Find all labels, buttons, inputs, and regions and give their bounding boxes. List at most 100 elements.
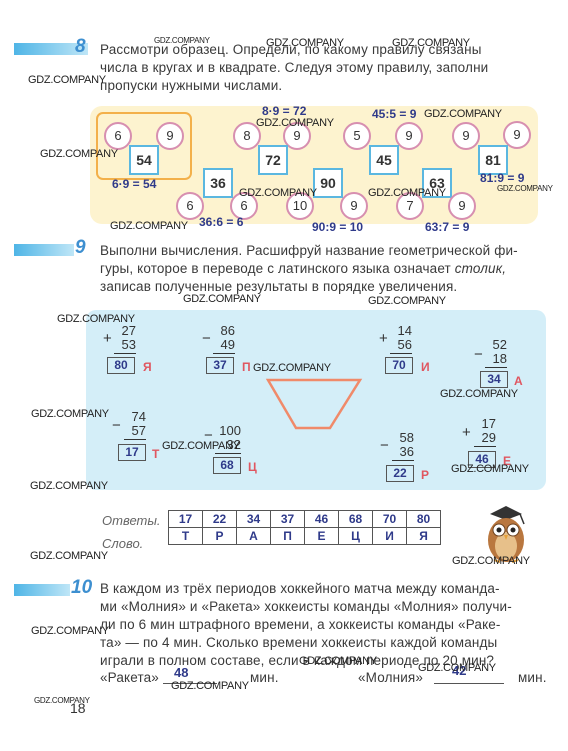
- square-number: 90: [313, 168, 343, 198]
- operand-top: 58: [399, 430, 414, 445]
- word-cell: И: [372, 527, 407, 545]
- minus-sign: −: [202, 330, 211, 347]
- molniya-unit: мин.: [518, 670, 547, 685]
- operand-bottom: 57: [131, 423, 146, 438]
- column-operation: 58 36: [392, 431, 414, 461]
- answer-cell: 34: [236, 510, 271, 528]
- word-row: Т Р А П Е Ц И Я: [168, 527, 441, 545]
- answer-table: 17 22 34 37 46 68 70 80 Т Р А П Е Ц И Я: [168, 510, 441, 545]
- circle-number: 5: [343, 122, 371, 150]
- column-operation: 100 32: [215, 424, 241, 454]
- plus-sign: +: [462, 424, 471, 441]
- word-cell: Т: [168, 527, 203, 545]
- watermark: GDZ.COMPANY: [34, 696, 90, 705]
- task8-text-line1: Рассмотри образец. Определи, по какому п…: [100, 42, 482, 57]
- sample-frame: [96, 112, 192, 180]
- sum-line: [392, 460, 414, 461]
- minus-sign: −: [204, 427, 213, 444]
- cipher-letter: И: [421, 360, 430, 374]
- result-box: 22: [386, 465, 414, 482]
- operand-top: 17: [481, 416, 496, 431]
- task9-text-line2: гуры, которое в переводе с латинского яз…: [100, 260, 506, 277]
- molniya-answer-line: [434, 683, 504, 684]
- operand-top: 86: [220, 323, 235, 338]
- square-number: 36: [203, 168, 233, 198]
- equation: 90:9 = 10: [312, 220, 364, 234]
- watermark: GDZ.COMPANY: [418, 662, 496, 674]
- word-cell: П: [270, 527, 305, 545]
- watermark: GDZ.COMPANY: [154, 36, 210, 45]
- word-cell: Я: [406, 527, 441, 545]
- watermark: GDZ.COMPANY: [183, 293, 261, 305]
- raketa-answer-line: [163, 683, 217, 684]
- raketa-answer: 48: [174, 665, 189, 680]
- circle-number: 9: [448, 192, 476, 220]
- cipher-letter: Я: [143, 360, 152, 374]
- operand-top: 52: [492, 337, 507, 352]
- square-number: 54: [129, 145, 159, 175]
- operand-bottom: 53: [121, 337, 136, 352]
- watermark: GDZ.COMPANY: [28, 74, 106, 86]
- watermark: GDZ.COMPANY: [57, 313, 135, 325]
- cipher-letter: А: [514, 374, 523, 388]
- word-cell: Е: [304, 527, 339, 545]
- watermark: GDZ.COMPANY: [30, 550, 108, 562]
- column-operation: 52 18: [485, 338, 507, 368]
- minus-sign: −: [380, 437, 389, 454]
- task10-header-bar: [14, 584, 70, 596]
- column-operation: 17 29: [474, 417, 496, 447]
- answer-cell: 37: [270, 510, 305, 528]
- watermark: GDZ.COMPANY: [452, 555, 530, 567]
- answers-row: 17 22 34 37 46 68 70 80: [168, 510, 441, 528]
- column-operation: 14 56: [390, 324, 412, 354]
- plus-sign: +: [379, 330, 388, 347]
- result-box: 46: [468, 451, 496, 468]
- watermark: GDZ.COMPANY: [368, 187, 446, 199]
- square-number: 45: [369, 145, 399, 175]
- cipher-letter: Е: [503, 454, 512, 468]
- result-box: 34: [480, 371, 508, 388]
- molniya-answer: 42: [452, 663, 467, 678]
- operand-bottom: 32: [226, 437, 241, 452]
- equation: 81:9 = 9: [480, 171, 525, 185]
- answers-label: Ответы.: [102, 513, 161, 528]
- molniya-label: «Молния»: [358, 670, 424, 685]
- task8-text-line2: числа в кругах и в квадрате. Следуя этом…: [100, 60, 489, 75]
- word-label: Слово.: [102, 536, 144, 551]
- operand-bottom: 56: [397, 337, 412, 352]
- result-box: 68: [213, 457, 241, 474]
- circle-number: 9: [340, 192, 368, 220]
- watermark: GDZ.COMPANY: [424, 108, 502, 120]
- watermark: GDZ.COMPANY: [162, 440, 240, 452]
- answer-cell: 80: [406, 510, 441, 528]
- minus-sign: −: [474, 346, 483, 363]
- owl-illustration: [488, 506, 525, 563]
- operand-bottom: 18: [492, 351, 507, 366]
- answer-cell: 70: [372, 510, 407, 528]
- circle-number: 9: [395, 122, 423, 150]
- square-number: 72: [258, 145, 288, 175]
- watermark: GDZ.COMPANY: [299, 655, 377, 667]
- operand-top: 14: [397, 323, 412, 338]
- watermark: GDZ.COMPANY: [30, 480, 108, 492]
- task9-panel: [86, 310, 546, 490]
- watermark: GDZ.COMPANY: [266, 37, 344, 49]
- task8-number: 8: [75, 36, 86, 57]
- watermark: GDZ.COMPANY: [40, 148, 118, 160]
- task9-text-line2-main: гуры, которое в переводе с латинского яз…: [100, 261, 455, 276]
- trapezoid-figure: [265, 378, 363, 430]
- watermark: GDZ.COMPANY: [497, 184, 553, 193]
- word-cell: А: [236, 527, 271, 545]
- watermark: GDZ.COMPANY: [31, 408, 109, 420]
- operand-top: 74: [131, 409, 146, 424]
- watermark: GDZ.COMPANY: [110, 220, 188, 232]
- watermark: GDZ.COMPANY: [368, 295, 446, 307]
- word-cell: Р: [202, 527, 237, 545]
- column-operation: 27 53: [114, 324, 136, 354]
- watermark: GDZ.COMPANY: [31, 625, 109, 637]
- equation: 63:7 = 9: [425, 220, 470, 234]
- task8-header-bar: [14, 43, 88, 55]
- cipher-letter: П: [242, 360, 251, 374]
- watermark: GDZ.COMPANY: [440, 388, 518, 400]
- word-cell: Ц: [338, 527, 373, 545]
